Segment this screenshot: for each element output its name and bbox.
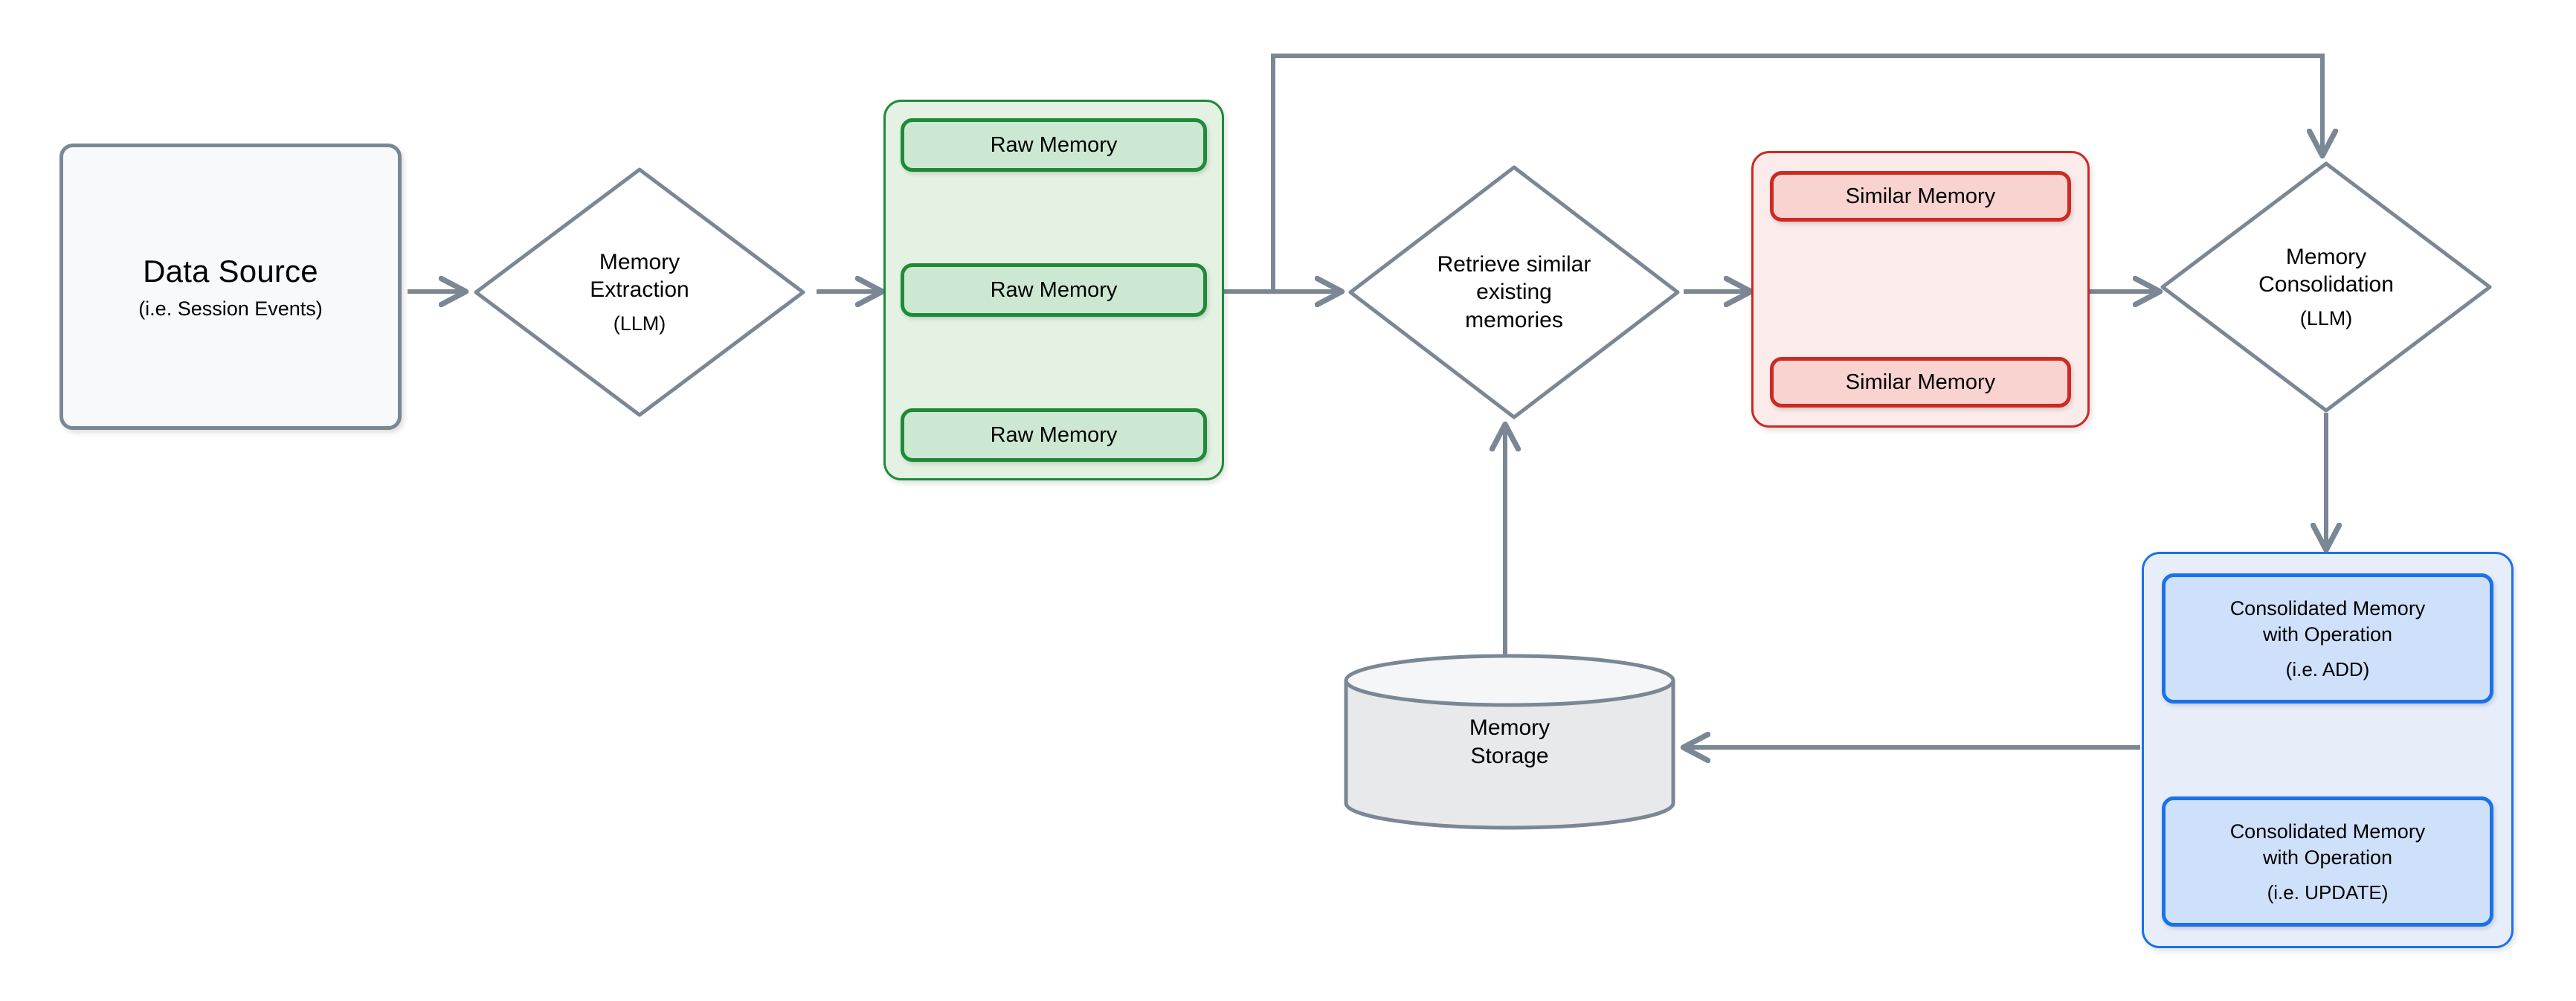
chip-raw-memory-2[interactable]: Raw Memory bbox=[901, 263, 1207, 317]
chip-consolidated-memory-add[interactable]: Consolidated Memory with Operation (i.e.… bbox=[2162, 573, 2493, 704]
chip-consolidated-memory-update-line2: with Operation bbox=[2262, 846, 2393, 869]
retrieve-similar-line2: existing bbox=[1476, 280, 1552, 305]
node-memory-storage[interactable]: Memory Storage bbox=[1339, 654, 1681, 830]
group-similar-memory: Similar Memory Similar Memory bbox=[1751, 151, 2090, 428]
chip-consolidated-memory-add-operation: (i.e. ADD) bbox=[2285, 658, 2370, 681]
memory-storage-line1: Memory bbox=[1469, 715, 1551, 740]
node-retrieve-similar-memories[interactable]: Retrieve similar existing memories bbox=[1343, 160, 1685, 425]
memory-consolidation-subtitle: (LLM) bbox=[2299, 306, 2353, 329]
chip-consolidated-memory-update[interactable]: Consolidated Memory with Operation (i.e.… bbox=[2162, 796, 2493, 927]
data-source-subtitle: (i.e. Session Events) bbox=[138, 297, 323, 321]
chip-similar-memory-2[interactable]: Similar Memory bbox=[1770, 357, 2071, 408]
chip-similar-memory-2-label: Similar Memory bbox=[1845, 370, 1996, 394]
group-raw-memory: Raw Memory Raw Memory Raw Memory bbox=[883, 100, 1224, 480]
chip-raw-memory-3-label: Raw Memory bbox=[990, 422, 1118, 447]
cylinder-shape bbox=[1344, 654, 1675, 830]
retrieve-similar-line3: memories bbox=[1465, 307, 1563, 332]
chip-raw-memory-1-label: Raw Memory bbox=[990, 132, 1118, 157]
chip-similar-memory-1[interactable]: Similar Memory bbox=[1770, 171, 2071, 222]
memory-consolidation-title-line1: Memory bbox=[2285, 244, 2367, 269]
group-consolidated-memory: Consolidated Memory with Operation (i.e.… bbox=[2142, 552, 2514, 948]
diamond-shape bbox=[2160, 161, 2492, 413]
diamond-shape bbox=[1348, 165, 1680, 419]
diamond-shape bbox=[474, 167, 805, 417]
node-memory-consolidation[interactable]: Memory Consolidation (LLM) bbox=[2157, 158, 2496, 416]
memory-extraction-title-line1: Memory bbox=[599, 249, 680, 274]
chip-similar-memory-1-label: Similar Memory bbox=[1845, 184, 1996, 208]
node-data-source[interactable]: Data Source (i.e. Session Events) bbox=[59, 144, 402, 430]
data-source-title: Data Source bbox=[143, 253, 318, 289]
chip-consolidated-memory-update-operation: (i.e. UPDATE) bbox=[2267, 881, 2389, 904]
memory-extraction-title-line2: Extraction bbox=[590, 277, 689, 303]
chip-consolidated-memory-update-line1: Consolidated Memory bbox=[2229, 820, 2426, 843]
chip-raw-memory-3[interactable]: Raw Memory bbox=[901, 408, 1207, 462]
chip-raw-memory-2-label: Raw Memory bbox=[990, 277, 1118, 302]
node-memory-extraction[interactable]: Memory Extraction (LLM) bbox=[468, 162, 811, 422]
chip-consolidated-memory-add-line2: with Operation bbox=[2262, 623, 2393, 646]
chip-raw-memory-1[interactable]: Raw Memory bbox=[901, 118, 1207, 172]
memory-storage-line2: Storage bbox=[1470, 743, 1549, 768]
memory-extraction-subtitle: (LLM) bbox=[613, 312, 666, 335]
retrieve-similar-line1: Retrieve similar bbox=[1437, 251, 1591, 277]
chip-consolidated-memory-add-line1: Consolidated Memory bbox=[2229, 596, 2426, 619]
memory-consolidation-title-line2: Consolidation bbox=[2258, 272, 2394, 297]
